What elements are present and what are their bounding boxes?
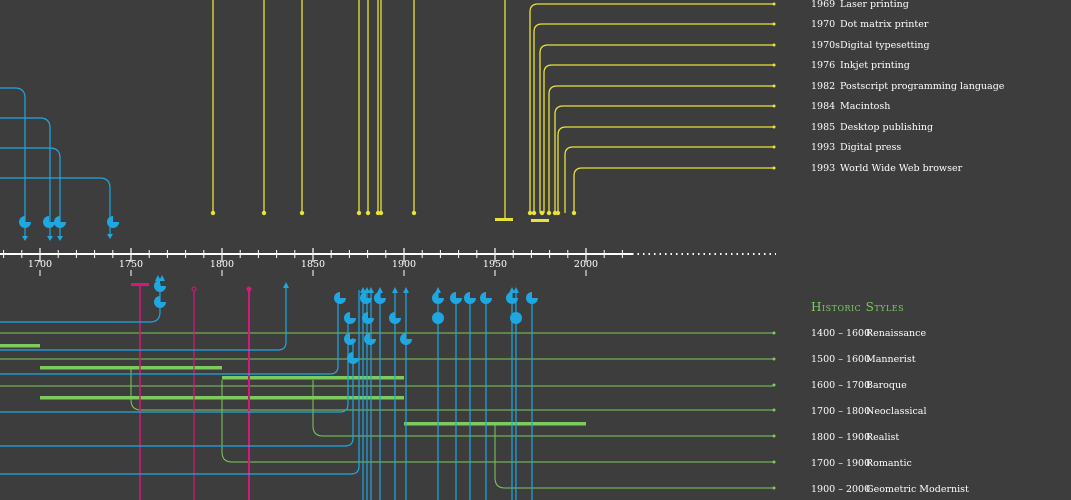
tech-date: 1984: [811, 101, 835, 112]
timeline-axis: 1700 1750 1800 1850 1900 1950 2000: [0, 248, 776, 276]
tech-label: Postscript programming language: [840, 81, 1005, 92]
style-range: 1900 – 2000: [811, 484, 870, 495]
tech-date: 1970: [811, 19, 835, 30]
upper-typeface-markers: [19, 216, 119, 241]
axis-tick-1800: 1800: [210, 259, 234, 270]
tech-label: Desktop publishing: [840, 122, 933, 133]
style-range: 1400 – 1600: [811, 328, 870, 339]
tech-date: 1970s: [811, 40, 840, 51]
tech-date: 1993: [811, 163, 835, 174]
tech-date: 1969: [811, 0, 835, 10]
axis-tick-1750: 1750: [119, 259, 143, 270]
style-label: Mannerist: [866, 354, 916, 365]
technology-markers: [210, 2, 776, 222]
tech-date: 1985: [811, 122, 835, 133]
axis-tick-1900: 1900: [392, 259, 416, 270]
tech-label: Dot matrix printer: [840, 19, 929, 30]
tech-date: 1976: [811, 60, 835, 71]
technology-connectors: [212, 0, 774, 219]
style-label: Renaissance: [866, 328, 926, 339]
lower-typeface-connectors: [0, 284, 533, 500]
historic-styles-list: Historic Styles 1400 – 1600 Renaissance …: [811, 300, 969, 495]
style-connectors: [0, 332, 774, 489]
upper-typeface-connectors: [0, 87, 111, 238]
style-range: 1500 – 1600: [811, 354, 870, 365]
style-label: Geometric Modernist: [866, 484, 969, 495]
style-range: 1600 – 1700: [811, 380, 870, 391]
tech-label: Laser printing: [840, 0, 909, 10]
tech-label: World Wide Web browser: [840, 163, 963, 174]
tech-date: 1982: [811, 81, 835, 92]
tech-date: 1993: [811, 142, 835, 153]
axis-tick-1850: 1850: [301, 259, 325, 270]
axis-tick-2000: 2000: [574, 259, 598, 270]
tech-label: Digital typesetting: [840, 40, 930, 51]
tech-label: Macintosh: [840, 101, 890, 112]
lower-typeface-markers: [154, 275, 538, 364]
style-row-endpoints: [772, 331, 776, 490]
style-period-bars: [0, 344, 586, 426]
technology-event-list: 1969 Laser printing 1970 Dot matrix prin…: [811, 0, 1005, 174]
tech-label: Digital press: [840, 142, 901, 153]
style-label: Realist: [866, 432, 899, 443]
style-range: 1800 – 1900: [811, 432, 870, 443]
style-range: 1700 – 1800: [811, 406, 870, 417]
axis-tick-1700: 1700: [28, 259, 52, 270]
style-label: Neoclassical: [866, 406, 927, 417]
style-range: 1700 – 1900: [811, 458, 870, 469]
style-label: Romantic: [866, 458, 912, 469]
tech-label: Inkjet printing: [840, 60, 910, 71]
axis-tick-1950: 1950: [483, 259, 507, 270]
historic-styles-heading: Historic Styles: [811, 300, 904, 314]
style-label: Baroque: [866, 380, 907, 391]
magenta-markers: [131, 283, 252, 500]
